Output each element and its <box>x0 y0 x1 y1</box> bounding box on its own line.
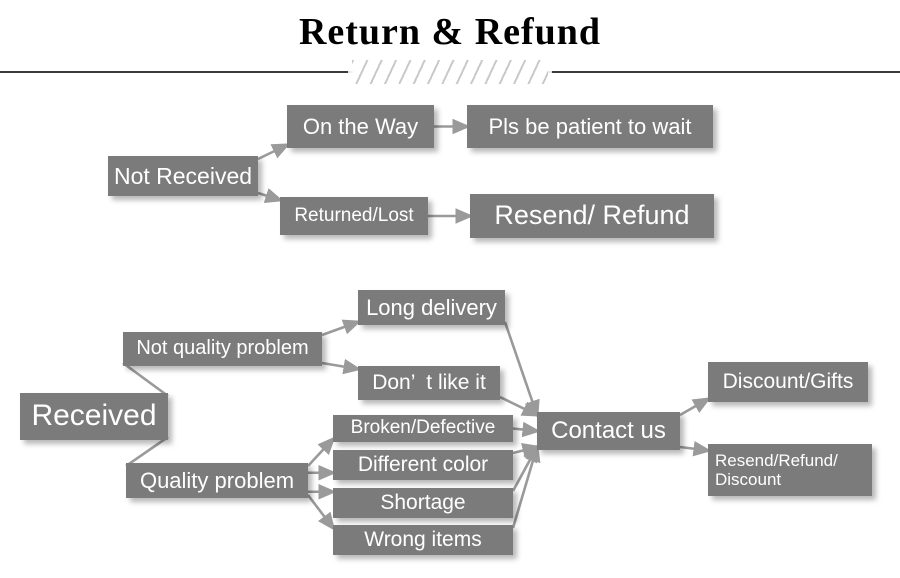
diagonal-hatch-divider-icon <box>352 60 548 84</box>
divider-line-right <box>552 71 900 73</box>
flow-node-shortage[interactable]: Shortage <box>333 488 513 518</box>
flow-node-long-delivery[interactable]: Long delivery <box>358 290 505 325</box>
flow-node-pls-be-patient[interactable]: Pls be patient to wait <box>467 105 713 148</box>
connector-not-received-to-on-the-way <box>257 143 291 161</box>
flow-node-returned-lost[interactable]: Returned/Lost <box>280 197 428 235</box>
flow-node-different-color[interactable]: Different color <box>333 450 513 480</box>
flow-node-dont-like-it[interactable]: Don’ t like it <box>358 366 500 400</box>
connector-not-quality-to-dont-like-it <box>321 358 362 375</box>
divider-line-left-fade <box>320 71 354 73</box>
connector-long-delivery-to-contact-us <box>503 321 540 419</box>
connector-received-to-quality <box>125 435 169 468</box>
connector-quality-to-broken-defective <box>307 436 336 467</box>
page-title: Return & Refund <box>298 11 602 53</box>
flow-node-received[interactable]: Received <box>20 393 168 440</box>
connector-not-quality-to-long-delivery <box>321 319 362 337</box>
page-header: Return & Refund <box>0 0 900 90</box>
flow-node-not-quality[interactable]: Not quality problem <box>123 332 322 366</box>
connector-not-received-to-returned-lost <box>257 188 284 204</box>
connector-dont-like-it-to-contact-us <box>499 395 541 417</box>
flow-node-resend-refund-discount[interactable]: Resend/Refund/ Discount <box>708 444 872 496</box>
connector-broken-defective-to-contact-us <box>512 421 541 438</box>
connector-wrong-items-to-contact-us <box>511 443 541 529</box>
flow-node-contact-us[interactable]: Contact us <box>537 412 680 450</box>
flow-node-discount-gifts[interactable]: Discount/Gifts <box>708 362 868 402</box>
divider-line-left <box>0 71 348 73</box>
flow-node-quality[interactable]: Quality problem <box>126 463 308 498</box>
connector-contact-us-to-discount-gifts <box>679 397 712 417</box>
connector-contact-us-to-resend-refund-discount <box>679 440 712 457</box>
flow-node-on-the-way[interactable]: On the Way <box>287 105 434 148</box>
flow-node-not-received[interactable]: Not Received <box>108 156 258 196</box>
connector-received-to-not-quality <box>122 361 169 398</box>
flow-node-broken-defective[interactable]: Broken/Defective <box>333 415 513 442</box>
connector-quality-to-wrong-items <box>306 494 336 531</box>
flow-node-resend-refund[interactable]: Resend/ Refund <box>470 194 714 238</box>
flow-node-wrong-items[interactable]: Wrong items <box>333 525 513 555</box>
